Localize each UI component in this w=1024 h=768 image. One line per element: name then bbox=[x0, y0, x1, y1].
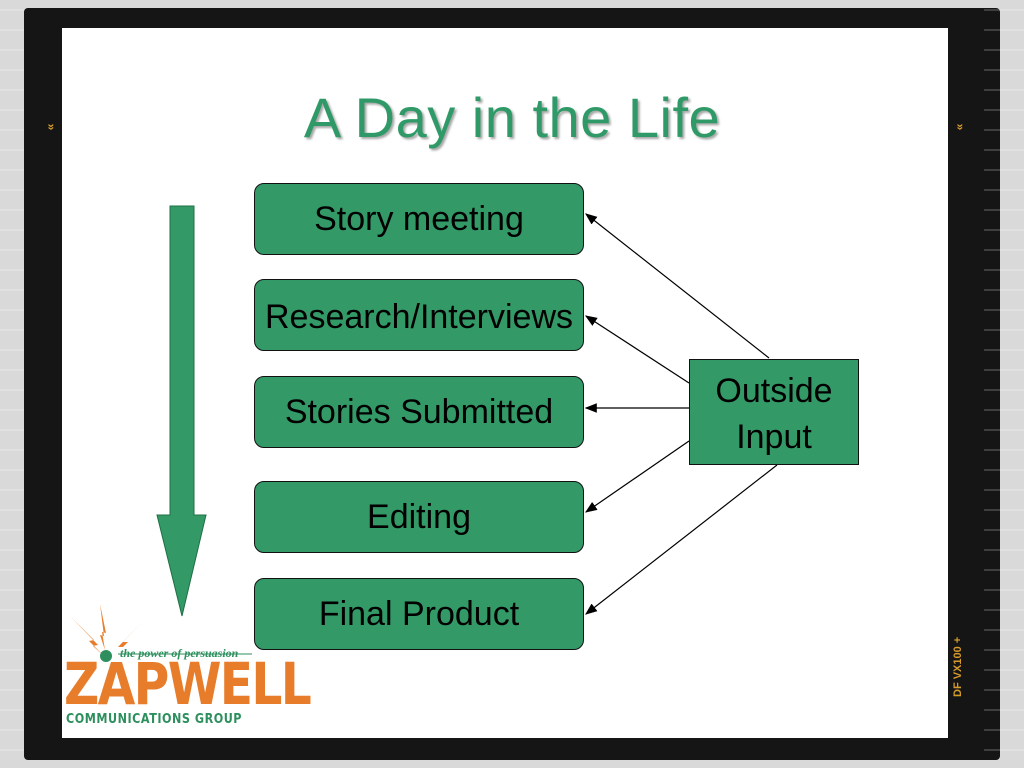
timeline-arrow bbox=[156, 205, 207, 617]
arrow-to-final-product bbox=[585, 464, 778, 615]
outside-input-box bbox=[689, 359, 859, 465]
logo-tagline: the power of persuasion bbox=[120, 646, 239, 660]
step-box-editing bbox=[254, 481, 584, 553]
arrow-to-research bbox=[584, 315, 690, 384]
step-box-research bbox=[254, 279, 584, 351]
step-label-stories-submitted: Stories Submitted bbox=[284, 393, 554, 431]
step-label-final-product: Final Product bbox=[318, 595, 520, 633]
outside-input-label: Outside Input bbox=[689, 368, 859, 460]
outside-input-line1: Outside bbox=[715, 372, 833, 410]
step-box-stories-submitted bbox=[254, 376, 584, 448]
step-box-final-product bbox=[254, 578, 584, 650]
outside-input-line2: Input bbox=[736, 418, 812, 456]
grunge-right-edge bbox=[984, 0, 1024, 768]
zapwell-logo-mark bbox=[70, 604, 252, 662]
arrow-to-story-meeting bbox=[585, 213, 770, 359]
logo-subtitle: COMMUNICATIONS GROUP bbox=[66, 712, 243, 727]
step-label-research: Research/Interviews bbox=[264, 298, 573, 336]
arrow-to-editing bbox=[585, 440, 690, 513]
lightning-bolt-icon bbox=[70, 604, 142, 662]
step-label-editing: Editing bbox=[367, 498, 471, 536]
step-label-story-meeting: Story meeting bbox=[314, 200, 524, 238]
step-box-story-meeting bbox=[254, 183, 584, 255]
logo-name: ZAPWELL bbox=[64, 650, 312, 718]
slide-title: A Day in the Life bbox=[303, 86, 721, 149]
